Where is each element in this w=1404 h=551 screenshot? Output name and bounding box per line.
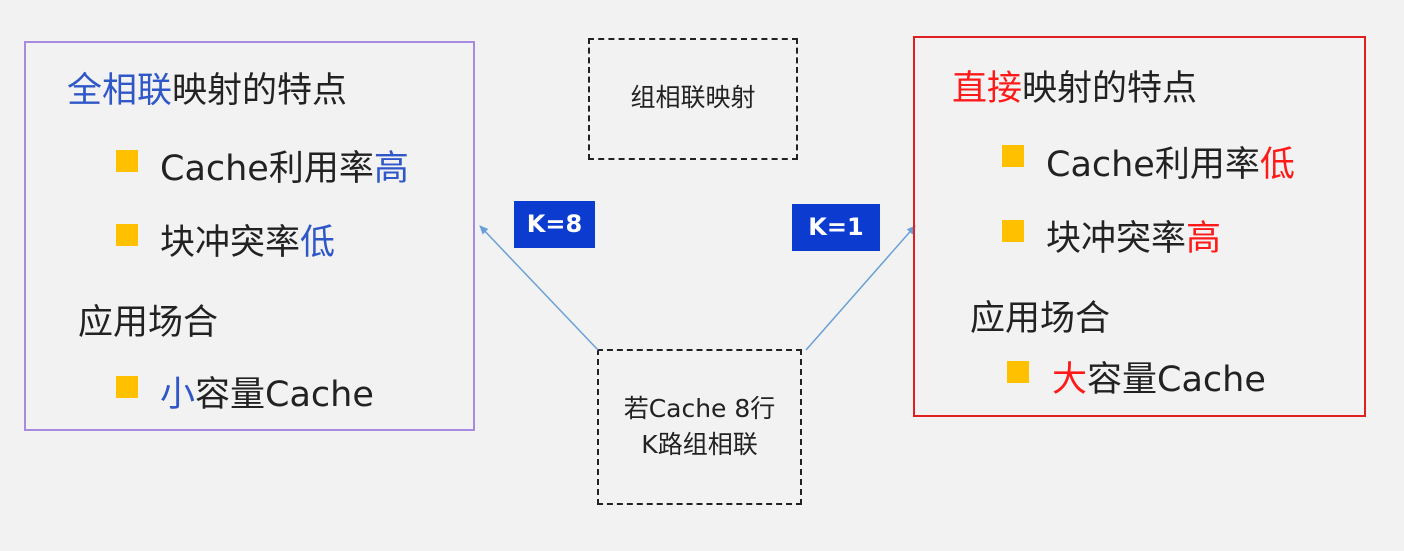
bullet-icon [116, 150, 138, 172]
fully-associative-panel [24, 41, 475, 431]
k8-badge: K=8 [514, 201, 595, 248]
item-label: Cache利用率 [1046, 145, 1260, 185]
right-item-conflict: 块冲突率高 [1046, 210, 1221, 261]
direct-mapped-panel [913, 36, 1366, 417]
set-associative-label: 组相联映射 [630, 83, 756, 112]
set-associative-box [588, 38, 798, 160]
item-highlight: 小 [160, 375, 196, 415]
bullet-icon [1002, 145, 1024, 167]
item-label: 块冲突率 [160, 223, 301, 263]
item-highlight: 低 [1259, 145, 1295, 185]
left-usage-item: 小容量Cache [160, 366, 374, 417]
right-usage-item: 大容量Cache [1052, 351, 1266, 402]
right-item-utilization: Cache利用率低 [1046, 136, 1295, 187]
item-highlight: 大 [1052, 360, 1088, 400]
item-label: 块冲突率 [1046, 219, 1187, 259]
title-highlight: 全相联 [67, 71, 173, 111]
left-item-utilization: Cache利用率高 [160, 140, 409, 191]
direct-mapped-title: 直接映射的特点 [952, 60, 1197, 111]
right-usage-title: 应用场合 [970, 299, 1111, 339]
item-highlight: 高 [1186, 219, 1222, 259]
arrow-to-fully-associative [479, 225, 599, 351]
title-highlight: 直接 [952, 69, 1023, 109]
title-rest: 映射的特点 [1022, 69, 1198, 109]
item-label: Cache利用率 [160, 149, 374, 189]
left-item-conflict: 块冲突率低 [160, 214, 335, 265]
k-way-condition-box [597, 349, 802, 505]
item-highlight: 低 [300, 223, 336, 263]
item-label: 容量Cache [195, 375, 374, 415]
item-highlight: 高 [373, 149, 409, 189]
k1-badge: K=1 [792, 204, 880, 251]
bullet-icon [116, 376, 138, 398]
fully-associative-title: 全相联映射的特点 [67, 62, 347, 113]
bullet-icon [116, 224, 138, 246]
left-usage-title: 应用场合 [78, 303, 219, 343]
item-label: 容量Cache [1087, 360, 1266, 400]
bullet-icon [1002, 220, 1024, 242]
bullet-icon [1007, 361, 1029, 383]
k-way-condition-line2: K路组相联 [641, 430, 758, 459]
k-way-condition-line1: 若Cache 8行 [623, 394, 776, 423]
arrow-to-direct-mapped [805, 225, 916, 351]
title-rest: 映射的特点 [172, 71, 348, 111]
